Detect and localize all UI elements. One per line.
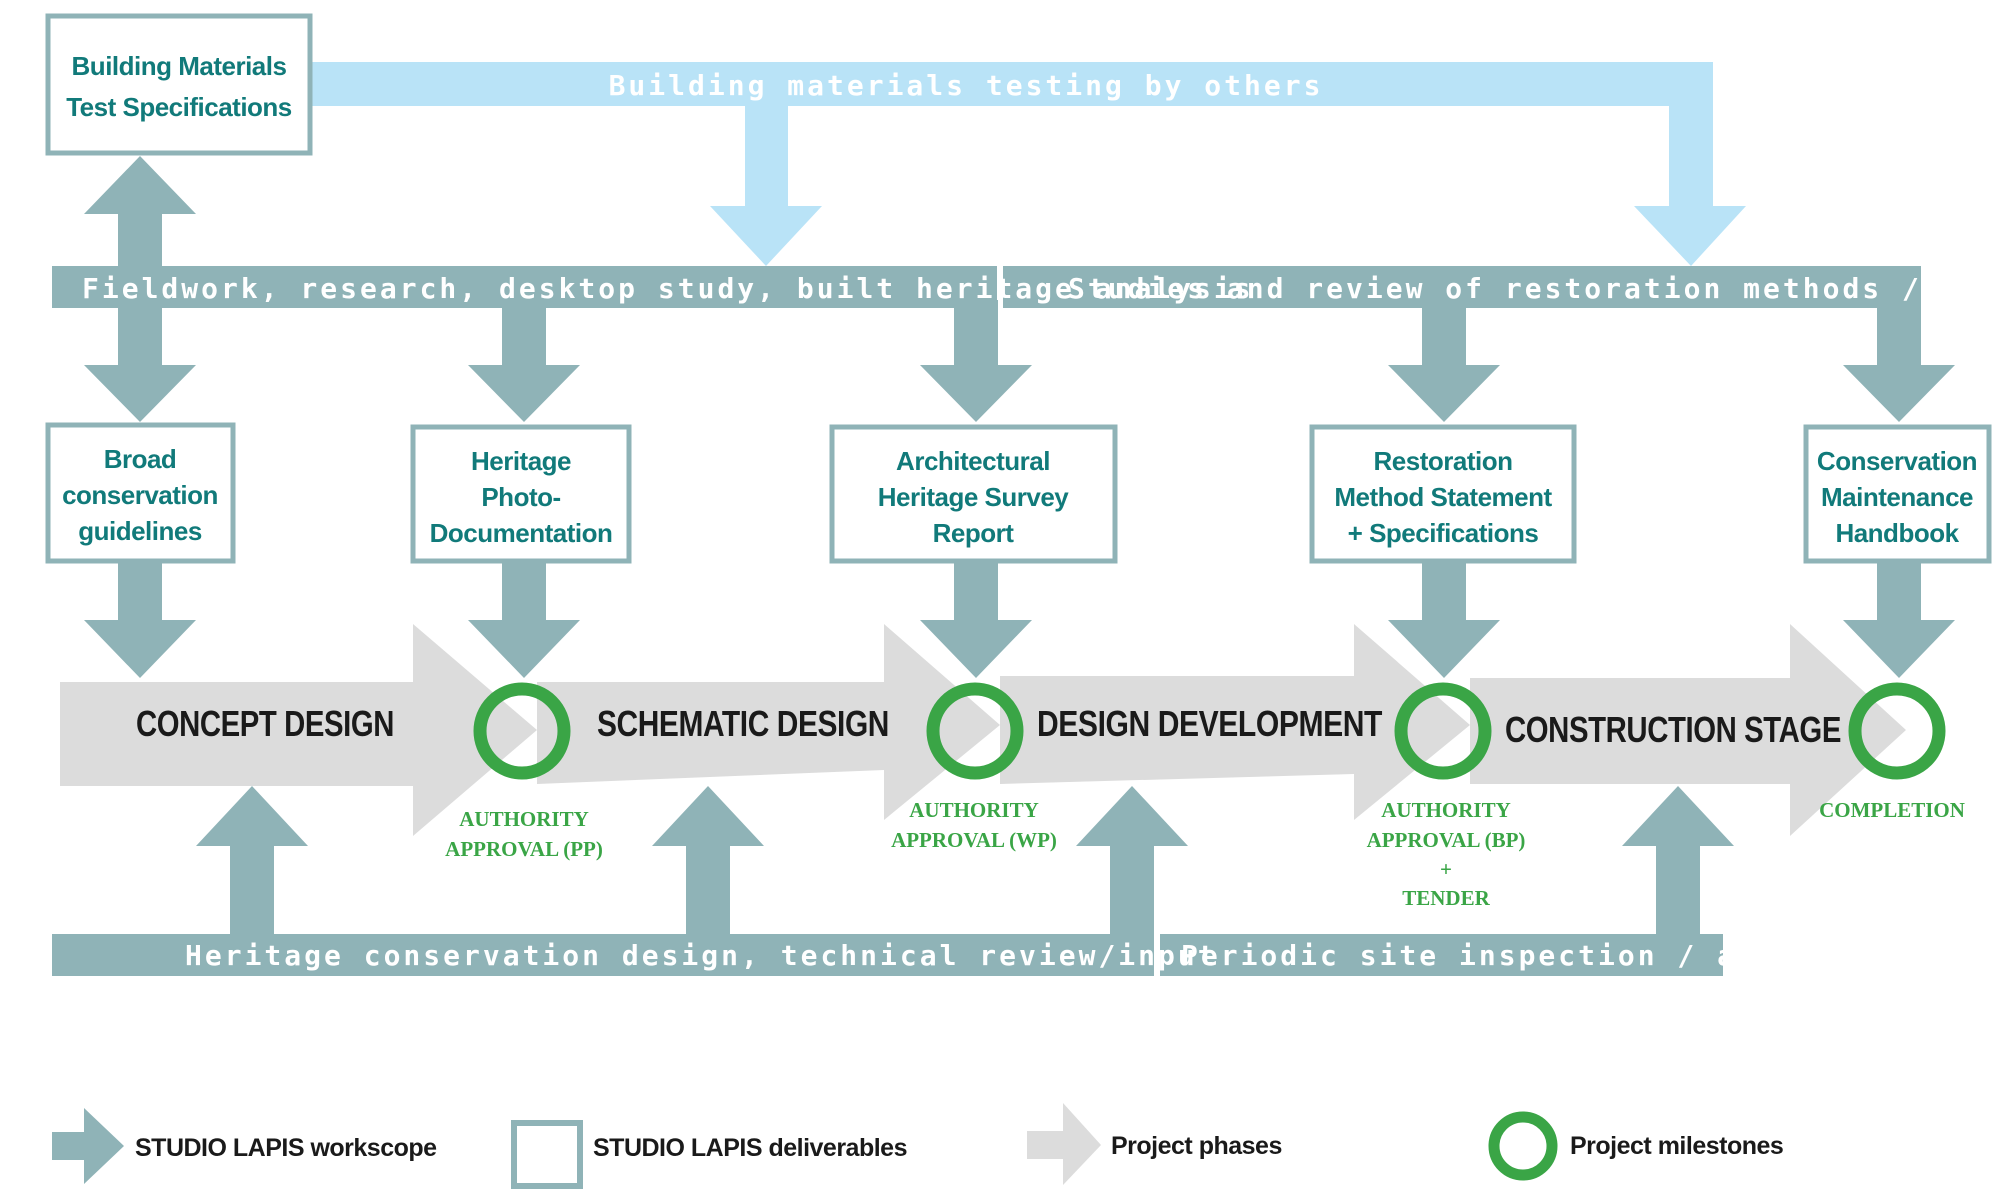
deliverable-box-1 xyxy=(45,422,236,564)
phase-arrow-development xyxy=(1000,624,1470,820)
phase-arrow-concept xyxy=(60,624,537,836)
legend-phase-arrow-icon xyxy=(1027,1103,1101,1185)
deliverable-4-line2: Method Statement xyxy=(1334,482,1552,512)
deliverable-box-4 xyxy=(1309,424,1577,564)
deliverable-arrow-5 xyxy=(1843,562,1955,678)
deliverable-texts: Broad conservation guidelines Heritage P… xyxy=(62,444,1977,548)
milestone-ring-4 xyxy=(1848,682,1946,780)
deliverable-1-line3: guidelines xyxy=(78,516,202,546)
bottom-arrow-up-3 xyxy=(1076,786,1188,936)
phase-label-construction: CONSTRUCTION STAGE xyxy=(1505,709,1841,750)
deliverable-box-2 xyxy=(410,424,632,564)
test-spec-box: Building Materials Test Specifications xyxy=(45,13,313,156)
phase-label-schematic: SCHEMATIC DESIGN xyxy=(597,703,889,744)
milestone-2-line2: APPROVAL (WP) xyxy=(891,828,1057,852)
workscope-arrow-down-1 xyxy=(84,300,196,422)
legend-workscope-label: STUDIO LAPIS workscope xyxy=(135,1134,437,1162)
deliverable-3-line1: Architectural xyxy=(896,446,1050,476)
deliverable-2-line2: Photo- xyxy=(481,482,560,512)
deliverable-5-line1: Conservation xyxy=(1817,446,1977,476)
test-spec-line1: Building Materials xyxy=(72,51,287,81)
milestones xyxy=(473,682,1946,780)
deliverable-arrow-2 xyxy=(468,562,580,678)
deliverable-boxes xyxy=(45,422,1992,564)
deliverable-box-5 xyxy=(1803,424,1992,564)
bottom-arrow-up-1 xyxy=(196,786,308,936)
deliverable-4-line1: Restoration xyxy=(1374,446,1513,476)
phase-arrows xyxy=(60,624,1906,836)
milestone-3-line2: APPROVAL (BP) xyxy=(1367,828,1526,852)
milestone-ring-3 xyxy=(1394,682,1492,780)
workscope-bottom xyxy=(52,786,1734,976)
legend: STUDIO LAPIS workscope STUDIO LAPIS deli… xyxy=(52,1103,1784,1189)
workscope-arrow-up-to-spec xyxy=(84,156,196,268)
phase-arrow-schematic xyxy=(537,624,1000,820)
workscope-top xyxy=(52,156,1955,422)
top-band-right-label: Studies and review of restoration method… xyxy=(1068,272,2000,305)
testing-arrow-2 xyxy=(1634,180,1746,266)
bottom-arrow-up-2 xyxy=(652,786,764,936)
milestone-3-line1: AUTHORITY xyxy=(1381,798,1511,822)
deliverable-1-line2: conservation xyxy=(62,480,218,510)
milestone-4-line1: COMPLETION xyxy=(1819,798,1965,822)
workscope-arrow-down-2 xyxy=(468,300,580,422)
deliverable-arrow-4 xyxy=(1388,562,1500,678)
testing-band xyxy=(310,62,1713,106)
deliverable-arrow-3 xyxy=(920,562,1032,678)
legend-workscope-arrow-icon xyxy=(52,1108,124,1184)
workscope-arrow-down-3 xyxy=(920,300,1032,422)
bottom-arrow-up-4 xyxy=(1622,786,1734,936)
milestone-2-line1: AUTHORITY xyxy=(909,798,1039,822)
legend-milestone-ring-icon xyxy=(1488,1111,1558,1181)
milestone-1-line1: AUTHORITY xyxy=(459,807,589,831)
legend-phases-label: Project phases xyxy=(1111,1132,1282,1160)
phase-arrow-construction xyxy=(1470,624,1906,836)
milestone-labels: AUTHORITY APPROVAL (PP) AUTHORITY APPROV… xyxy=(445,798,1965,910)
deliverable-5-line3: Handbook xyxy=(1835,518,1959,548)
deliverable-2-line3: Documentation xyxy=(430,518,613,548)
deliverable-box-3 xyxy=(829,424,1118,564)
workscope-arrow-down-5 xyxy=(1843,300,1955,422)
bottom-band-left xyxy=(52,934,1154,976)
bottom-band-right-label: Periodic site inspection / approvals xyxy=(1181,939,1896,972)
deliverable-arrow-1 xyxy=(84,562,196,678)
top-band-left-label: Fieldwork, research, desktop study, buil… xyxy=(82,272,1254,305)
testing-arrow-1 xyxy=(710,100,822,266)
test-spec-line2: Test Specifications xyxy=(66,92,292,122)
milestone-ring-2 xyxy=(926,682,1024,780)
deliverable-3-line3: Report xyxy=(933,518,1015,548)
deliverable-5-line2: Maintenance xyxy=(1821,482,1973,512)
deliverable-3-line2: Heritage Survey xyxy=(878,482,1070,512)
testing-band-label: Building materials testing by others xyxy=(609,69,1324,102)
milestone-3-line4: TENDER xyxy=(1402,886,1490,910)
phase-label-concept: CONCEPT DESIGN xyxy=(136,703,394,744)
deliverable-2-line1: Heritage xyxy=(471,446,571,476)
workscope-down-to-phases xyxy=(84,562,1955,678)
bottom-band-left-label: Heritage conservation design, technical … xyxy=(185,939,1218,972)
bottom-band-right xyxy=(1160,934,1723,976)
milestone-1-line2: APPROVAL (PP) xyxy=(445,837,603,861)
milestone-3-line3: + xyxy=(1440,857,1452,881)
testing-band-group xyxy=(310,62,1746,266)
legend-deliverables-box-icon xyxy=(511,1120,583,1189)
phase-label-development: DESIGN DEVELOPMENT xyxy=(1037,703,1382,744)
workscope-arrow-down-4 xyxy=(1388,300,1500,422)
legend-milestones-label: Project milestones xyxy=(1570,1132,1783,1160)
legend-deliverables-label: STUDIO LAPIS deliverables xyxy=(593,1134,907,1162)
deliverable-4-line3: + Specifications xyxy=(1348,518,1539,548)
deliverable-1-line1: Broad xyxy=(104,444,177,474)
milestone-ring-1 xyxy=(473,682,571,780)
